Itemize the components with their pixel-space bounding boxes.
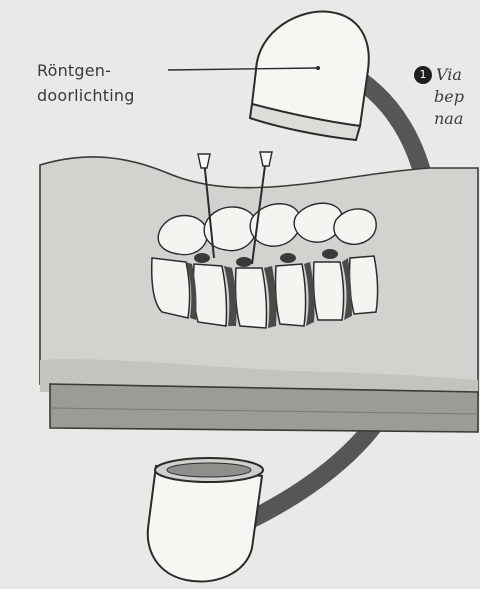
needle-hub-left (198, 154, 210, 168)
xray-label-line2: doorlichting (37, 83, 135, 108)
vertebra (276, 264, 306, 326)
facet-joint (280, 253, 296, 263)
step-text-2: bep (414, 86, 480, 108)
xray-source-top (250, 12, 369, 140)
facet-joint (236, 257, 252, 267)
detector-body (148, 466, 262, 582)
facet-joint (194, 253, 210, 263)
step-text-1: Via (436, 65, 462, 84)
step-number-badge: 1 (414, 66, 432, 84)
operating-table (50, 384, 478, 432)
vertebra (350, 256, 378, 314)
step-text-3: naa (414, 108, 480, 130)
vertebra (194, 264, 227, 326)
vertebra (314, 262, 344, 320)
needle-hub-right (260, 152, 272, 166)
xray-detector-bottom (148, 458, 263, 582)
xray-label: Röntgen- doorlichting (37, 58, 135, 108)
detector-opening (167, 463, 251, 477)
label-leader-dot (316, 66, 320, 70)
vertebra (236, 268, 267, 328)
xray-label-line1: Röntgen- (37, 58, 135, 83)
facet-joint (322, 249, 338, 259)
